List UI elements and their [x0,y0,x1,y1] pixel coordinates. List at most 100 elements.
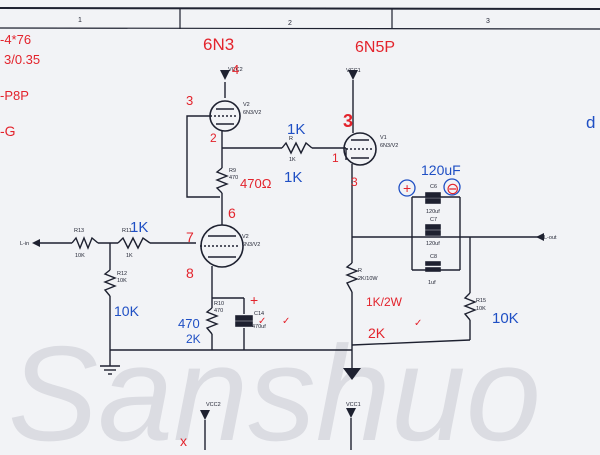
red-pin-number: 3 [343,111,353,131]
input-arrow [32,239,40,247]
resistor-r9 [215,167,229,194]
vcc-arrow [346,408,356,418]
blue-note-c6: 120uF [421,162,461,178]
resistor-ref: R [358,268,362,274]
tube-v2-bottom [200,224,244,268]
resistor-value: 10K [75,253,85,259]
red-mark: x [180,433,187,449]
capacitor-ref: C7 [430,217,437,223]
margin-note: 3/0.35 [4,52,40,67]
red-check: ✓ [258,316,266,327]
blue-note-r15: 10K [492,310,519,327]
capacitor-c14 [235,315,253,321]
red-pin-number: 8 [186,265,194,281]
tube-ref: V2 [242,234,249,240]
blue-note-r-top: 1K [287,121,305,138]
zone-label: 3 [486,18,490,25]
resistor-r15 [463,292,477,321]
capacitor-ref: C8 [430,254,437,260]
vcc-arrow [348,70,358,80]
ground-arrow [343,368,361,380]
red-note-2k: 2K [368,325,386,341]
resistor-value: 470 [214,308,223,314]
margin-note: -P8P [0,88,29,103]
capacitor-value: 120uf [426,241,440,247]
wires [40,80,540,450]
resistor-ref: R10 [214,301,224,307]
tube-part: 6N3/V2 [243,110,261,116]
resistor-value: 1K [289,157,296,163]
resistor-ref: R11 [122,228,132,234]
vcc-label: VCC2 [206,402,221,408]
capacitor-value: 120uf [426,209,440,215]
blue-note-r10: 2K [186,332,201,346]
resistor-ref: R15 [476,298,486,304]
resistor-r12 [103,269,117,297]
blue-note-r-top: 1K [284,169,302,186]
resistor-value: 1K [126,253,133,259]
capacitor-value: 1uf [428,280,436,286]
ground-symbol [100,365,120,375]
margin-note: -4*76 [0,32,31,47]
resistor-value: 10K [117,278,127,284]
capacitor-ref: C6 [430,184,437,190]
margin-note: -G [0,123,16,139]
vcc-label: VCC1 [346,68,361,74]
zone-label: 1 [78,17,82,24]
red-pin-number: 7 [186,229,194,245]
resistor-value: 2K/10W [358,276,378,282]
output-label: L-out [544,235,557,241]
red-note-r-mid: 1K/2W [366,295,403,309]
blue-note-r12: 10K [114,303,140,319]
sheet-border [0,7,600,30]
red-pin-number: 4 [232,62,239,77]
resistor-r11 [117,236,151,250]
capacitor-c8 [425,261,441,266]
tube-v1 [343,132,377,166]
blue-note-r10: 470 [178,316,200,331]
tube-ref: V2 [243,102,250,108]
blue-edge-note: d [586,113,595,132]
resistor-value: 470 [229,175,238,181]
resistor-r13 [71,236,99,250]
red-pin-number: 1 [332,151,339,165]
capacitor-symbols [235,192,441,327]
blue-circle [443,178,461,196]
vcc-arrow [220,70,230,80]
red-polarity: + [403,180,411,196]
input-label: L-in [20,241,29,247]
capacitor-ref: C14 [254,311,264,317]
tube-v2-top [209,100,241,132]
vcc-label: VCC2 [228,67,243,73]
resistor-ref: R [289,136,293,142]
red-polarity: + [250,292,258,308]
red-pin-number: 3 [186,93,193,108]
resistor-r10 [205,307,219,335]
red-pin-number: 6 [228,205,236,221]
tube-part: 6N3/V2 [380,143,398,149]
red-pin-number: 3 [351,175,358,189]
resistor-r-mid [345,262,359,293]
vcc-label: VCC1 [346,402,361,408]
zone-label: 2 [288,20,292,27]
resistor-r-top [281,141,313,155]
watermark-text: Sanshuo [8,318,541,450]
resistor-value: 10K [476,306,486,312]
red-note-6n3: 6N3 [203,35,234,54]
output-arrow [536,233,544,241]
resistor-ref: R13 [74,228,84,234]
capacitor-c7 [425,224,441,230]
resistor-ref: R12 [117,271,127,277]
resistor-ref: R9 [229,168,236,174]
tube-part: 6N3/V2 [242,242,260,248]
blue-circle [398,179,416,197]
red-check: ✓ [282,316,290,327]
red-note-6n5p: 6N5P [355,39,395,56]
capacitor-c6 [425,192,441,198]
capacitor-value: 470uf [252,324,266,330]
tube-ref: V1 [380,135,387,141]
resistor-symbols [71,141,477,335]
blue-note-r11: 1K [130,219,148,236]
